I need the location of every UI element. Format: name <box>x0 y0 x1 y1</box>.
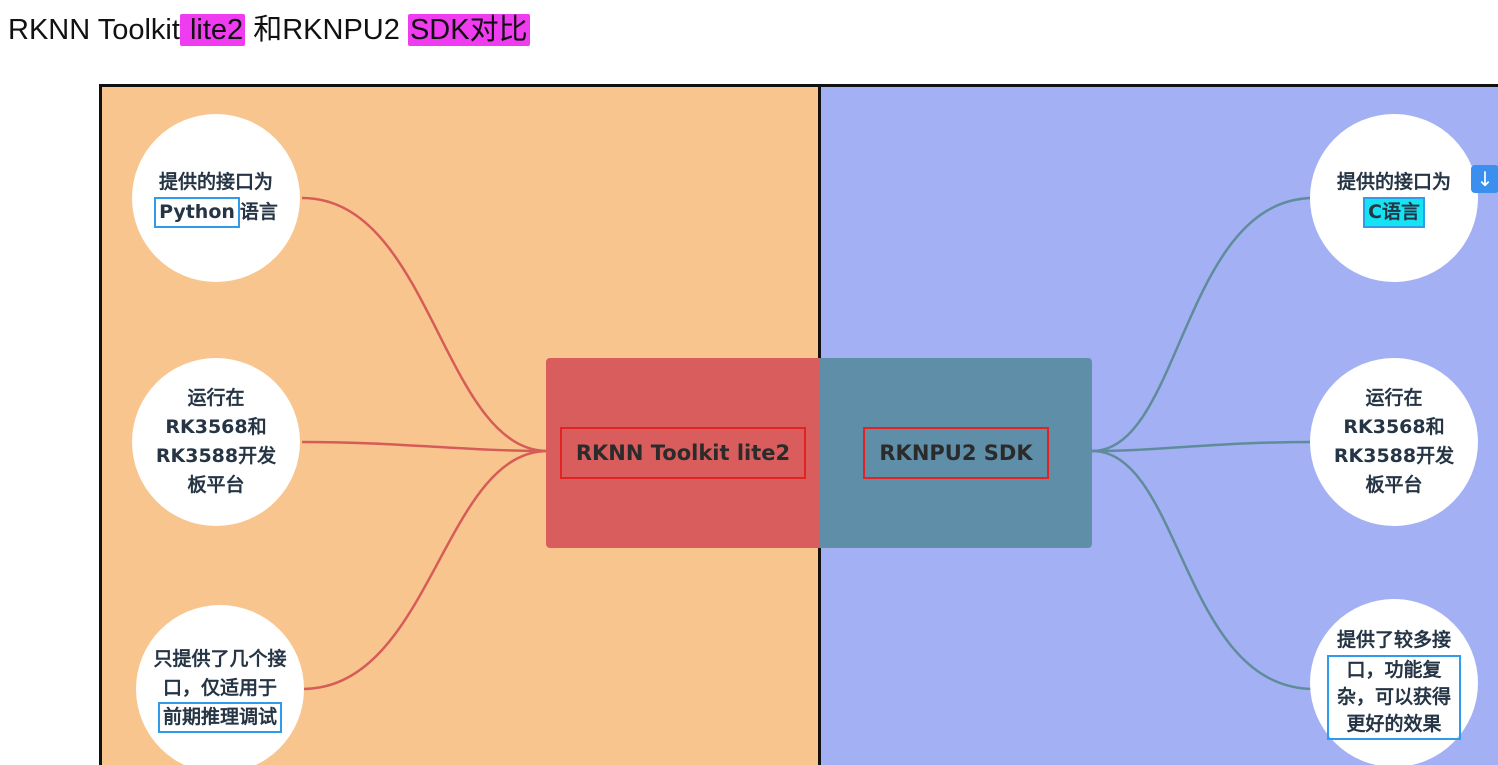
right-node-interface: 提供的接口为 C语言 <box>1310 114 1478 282</box>
title-part-2: 和RKNPU2 <box>245 14 408 46</box>
left-node-platform: 运行在 RK3568和 RK3588开发 板平台 <box>132 358 300 526</box>
right-node-platform-line4: 板平台 <box>1365 474 1423 496</box>
title-highlight-lite2: lite2 <box>179 14 246 46</box>
right-node-interface-text: 提供的接口为 <box>1336 171 1451 193</box>
connector-right-top <box>1091 196 1315 453</box>
left-node-limitation: 只提供了几个接口，仅适用于前期推理调试 <box>136 605 304 765</box>
right-node-platform-line3: RK3588开发 <box>1333 445 1455 467</box>
right-node-capability: 提供了较多接 口，功能复杂，可以获得更好的效果 <box>1310 599 1478 765</box>
connector-lines <box>301 196 1315 691</box>
comparison-diagram: RKNN Toolkit lite2 RKNPU2 SDK 提供的接口为 Pyt… <box>99 84 1498 765</box>
connector-left-bottom <box>301 449 549 691</box>
right-node-interface-highlight: C语言 <box>1363 197 1425 228</box>
title-highlight-sdk: SDK对比 <box>407 14 530 46</box>
page-title: RKNN Toolkit lite2 和RKNPU2 SDK对比 <box>8 8 530 52</box>
central-node-right: RKNPU2 SDK <box>820 358 1092 548</box>
right-node-capability-text: 提供了较多接 <box>1336 629 1451 651</box>
left-node-interface-text: 提供的接口为 <box>158 171 273 193</box>
left-node-platform-line2: RK3568和 <box>165 416 267 438</box>
left-node-interface-highlight: Python <box>154 197 240 228</box>
download-arrow-icon[interactable]: ↓ <box>1471 165 1498 193</box>
left-node-platform-line3: RK3588开发 <box>155 445 277 467</box>
connector-left-top <box>301 196 549 453</box>
right-node-platform: 运行在 RK3568和 RK3588开发 板平台 <box>1310 358 1478 526</box>
right-node-capability-highlight: 口，功能复杂，可以获得更好的效果 <box>1327 655 1461 740</box>
left-node-interface-suffix: 语言 <box>239 201 278 223</box>
right-node-platform-line1: 运行在 <box>1365 387 1423 409</box>
left-node-platform-line4: 板平台 <box>187 474 245 496</box>
right-node-platform-line2: RK3568和 <box>1343 416 1445 438</box>
connector-left-middle <box>301 440 549 453</box>
connector-right-bottom <box>1091 449 1315 691</box>
central-node-right-label: RKNPU2 SDK <box>863 427 1049 479</box>
central-node-left: RKNN Toolkit lite2 <box>546 358 820 548</box>
connector-right-middle <box>1091 440 1315 453</box>
central-node-left-label: RKNN Toolkit lite2 <box>559 427 807 479</box>
left-node-limitation-text: 只提供了几个接口，仅适用于 <box>153 648 287 699</box>
title-part-1: RKNN Toolkit <box>8 14 180 46</box>
left-node-limitation-highlight: 前期推理调试 <box>157 702 282 733</box>
left-node-platform-line1: 运行在 <box>187 387 245 409</box>
